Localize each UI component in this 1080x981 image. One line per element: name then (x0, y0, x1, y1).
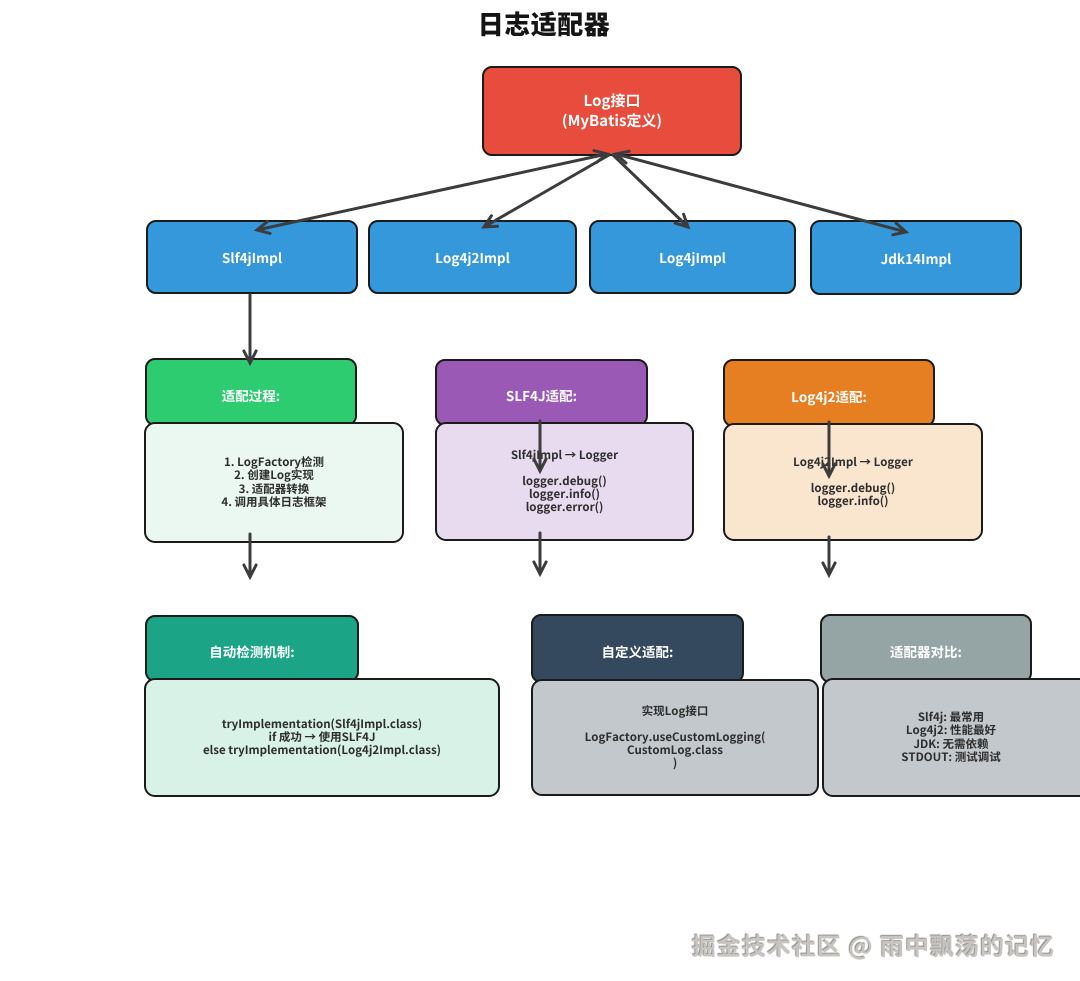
diagram-title: 日志适配器 (477, 5, 611, 42)
node-custom-adapter-body: 实现Log接口 LogFactory.useCustomLogging( Cus… (531, 679, 819, 796)
node-log4j2impl: Log4j2Impl (368, 220, 577, 294)
node-jdk14impl-label: Jdk14Impl (880, 247, 952, 268)
node-log4j2-adapter-lines: Log4j2Impl → Logger logger.debug() logge… (793, 453, 913, 510)
node-log4j2-adapter-body: Log4j2Impl → Logger logger.debug() logge… (723, 423, 983, 541)
node-log-interface-line1: Log接口 (583, 90, 641, 111)
node-auto-detect-body: tryImplementation(Slf4jImpl.class) if 成功… (144, 678, 500, 797)
node-log4j2-adapter-header: Log4j2适配: (723, 359, 935, 427)
arrow-log4j2-out (821, 535, 837, 579)
node-log4jimpl: Log4jImpl (589, 220, 796, 294)
watermark: 掘金技术社区 @ 雨中飘荡的记忆 (692, 927, 1056, 962)
node-custom-adapter-lines: 实现Log接口 LogFactory.useCustomLogging( Cus… (584, 702, 766, 772)
node-adapter-compare-lines: Slf4j: 最常用 Log4j2: 性能最好 JDK: 无需依赖 STDOUT… (901, 709, 1001, 765)
node-log4j2-adapter-title: Log4j2适配: (791, 385, 867, 406)
node-log4jimpl-label: Log4jImpl (659, 247, 726, 267)
arrow-red-log4j (611, 153, 691, 230)
arrow-red-log4j2 (481, 153, 611, 229)
node-slf4j-adapter-title: SLF4J适配: (505, 385, 578, 405)
node-adapt-process-title: 适配过程: (221, 384, 281, 405)
node-slf4j-adapter-body: Slf4jImpl → Logger logger.debug() logger… (435, 422, 694, 541)
node-jdk14impl: Jdk14Impl (810, 220, 1022, 295)
node-adapter-compare-header: 适配器对比: (820, 614, 1032, 683)
node-auto-detect-title: 自动检测机制: (209, 641, 295, 661)
node-adapt-process-lines: 1. LogFactory检测 2. 创建Log实现 3. 适配器转换 4. 调… (221, 454, 327, 510)
node-auto-detect-lines: tryImplementation(Slf4jImpl.class) if 成功… (202, 715, 442, 759)
node-custom-adapter-header: 自定义适配: (531, 614, 744, 683)
node-auto-detect-header: 自动检测机制: (145, 615, 359, 682)
node-log-interface: Log接口 (MyBatis定义) (482, 66, 742, 156)
node-slf4jimpl-label: Slf4jImpl (221, 247, 283, 267)
node-slf4j-adapter-header: SLF4J适配: (435, 359, 648, 426)
node-custom-adapter-title: 自定义适配: (601, 641, 674, 661)
node-adapter-compare-body: Slf4j: 最常用 Log4j2: 性能最好 JDK: 无需依赖 STDOUT… (822, 678, 1080, 797)
node-slf4jimpl: Slf4jImpl (146, 220, 358, 294)
node-adapt-process-header: 适配过程: (145, 358, 357, 426)
node-adapter-compare-title: 适配器对比: (890, 641, 962, 661)
node-adapt-process-body: 1. LogFactory检测 2. 创建Log实现 3. 适配器转换 4. 调… (144, 422, 404, 543)
node-log4j2impl-label: Log4j2Impl (435, 247, 510, 267)
arrow-slf4j-process (242, 293, 258, 367)
node-slf4j-adapter-lines: Slf4jImpl → Logger logger.debug() logger… (510, 446, 619, 516)
node-log-interface-line2: (MyBatis定义) (561, 110, 663, 131)
